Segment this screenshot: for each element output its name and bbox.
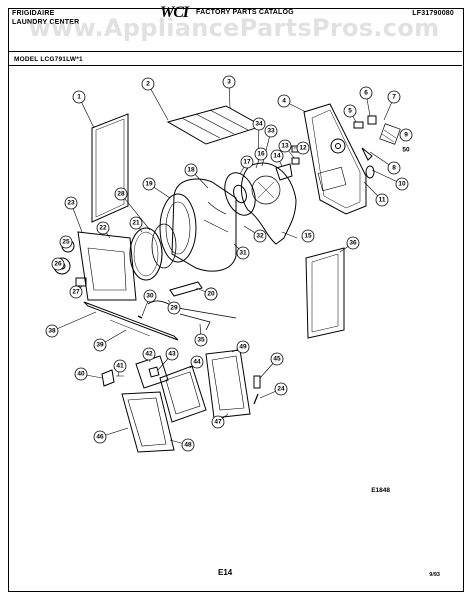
part-door-frame — [205, 349, 251, 419]
header-rule-top — [8, 51, 462, 52]
callout-2: 2 — [146, 81, 150, 88]
watermark: www.AppliancePartsPros.com — [28, 14, 440, 42]
callout-14: 14 — [273, 153, 281, 160]
callout-38: 38 — [48, 328, 56, 335]
callout-24: 24 — [277, 386, 285, 393]
callout-23: 23 — [67, 200, 75, 207]
callout-13: 13 — [281, 143, 289, 150]
callout-49: 49 — [239, 344, 247, 351]
callout-27: 27 — [72, 289, 80, 296]
callout-47: 47 — [214, 419, 222, 426]
callout-45: 45 — [273, 356, 281, 363]
part-front-panel — [77, 231, 137, 301]
callout-50: 50 — [402, 147, 410, 154]
callout-11: 11 — [379, 197, 386, 204]
callout-1: 1 — [77, 94, 81, 101]
callout-25: 25 — [62, 239, 70, 246]
callout-42: 42 — [145, 351, 153, 358]
page-number: E14 — [218, 568, 233, 577]
callout-3: 3 — [227, 79, 231, 86]
revision-date: 9/93 — [429, 572, 440, 578]
part-door — [121, 391, 175, 453]
model-number: MODEL LCG791LW*1 — [14, 56, 83, 63]
catalog-part-number: LF31790080 — [412, 10, 454, 17]
callout-labels: 1 2 3 4 5 6 7 8 9 10 11 12 13 14 15 16 1… — [48, 79, 410, 449]
callout-26: 26 — [54, 261, 62, 268]
callout-30: 30 — [146, 293, 154, 300]
callout-48: 48 — [184, 442, 192, 449]
callout-20: 20 — [207, 291, 215, 298]
callout-29: 29 — [170, 305, 178, 312]
part-side-panel-left — [91, 113, 129, 223]
callout-40: 40 — [77, 371, 85, 378]
callout-22: 22 — [99, 225, 107, 232]
part-side-panel-right — [305, 247, 345, 339]
leader-lines — [51, 81, 403, 446]
callout-41: 41 — [116, 363, 124, 370]
callout-7: 7 — [392, 94, 396, 101]
callout-6: 6 — [364, 90, 368, 97]
callout-10: 10 — [398, 181, 406, 188]
callout-5: 5 — [348, 108, 352, 115]
part-drum — [171, 178, 237, 272]
callout-34: 34 — [255, 121, 263, 128]
callout-8: 8 — [392, 165, 396, 172]
callout-19: 19 — [145, 181, 153, 188]
callout-21: 21 — [132, 220, 140, 227]
catalog-title: FACTORY PARTS CATALOG — [196, 9, 294, 16]
figure-code: E1848 — [371, 487, 390, 494]
callout-31: 31 — [239, 250, 247, 257]
callout-12: 12 — [299, 145, 307, 152]
brand-line-2: LAUNDRY CENTER — [12, 19, 80, 26]
callout-46: 46 — [96, 434, 104, 441]
callout-18: 18 — [187, 167, 195, 174]
callout-44: 44 — [193, 359, 201, 366]
callout-17: 17 — [243, 159, 251, 166]
callout-28: 28 — [117, 191, 125, 198]
callout-16: 16 — [257, 151, 265, 158]
brand-line-1: FRIGIDAIRE — [12, 10, 55, 17]
part-door-handle — [135, 355, 169, 389]
callout-35: 35 — [197, 337, 205, 344]
callout-33: 33 — [267, 128, 275, 135]
part-rear-panel — [303, 103, 367, 215]
callout-15: 15 — [304, 233, 312, 240]
page-frame — [8, 8, 464, 592]
part-door-panel — [159, 365, 207, 423]
callout-4: 4 — [282, 98, 286, 105]
header-rule-bottom — [8, 65, 462, 66]
callout-39: 39 — [96, 342, 104, 349]
callout-9: 9 — [404, 132, 408, 139]
callout-32: 32 — [256, 233, 264, 240]
part-top-panel — [166, 105, 264, 145]
callout-43: 43 — [168, 351, 176, 358]
part-blower-housing — [241, 162, 297, 245]
callout-circles — [45, 75, 413, 452]
wci-logo: WCI — [160, 4, 189, 21]
callout-36: 36 — [349, 240, 357, 247]
